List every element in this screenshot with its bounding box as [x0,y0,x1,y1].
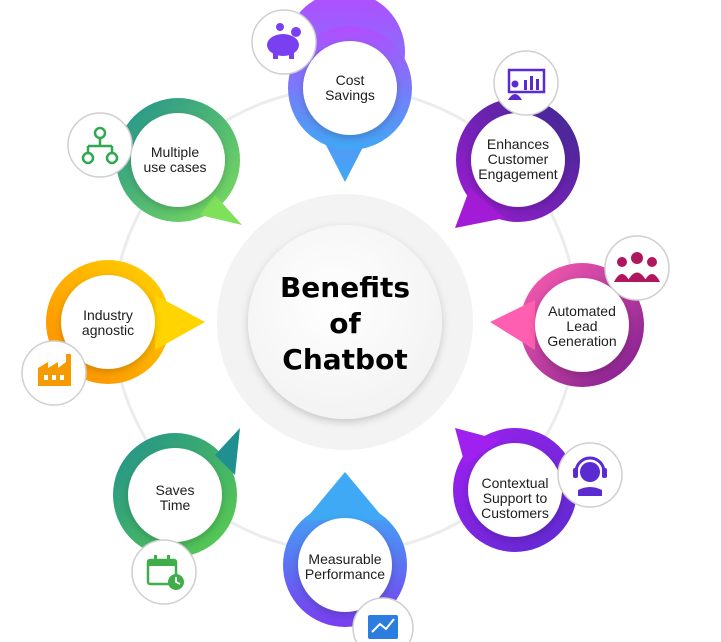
petal-lead-generation [490,263,644,387]
label-cost-savings: Cost Savings [300,73,400,103]
flowchart-icon [67,112,133,178]
presentation-icon [493,50,559,116]
team-icon [604,235,670,301]
label-line: Measurable [308,551,382,567]
label-line: Industry [83,307,133,323]
petal-multiple-use-cases [116,98,242,225]
factory-icon [21,340,87,406]
center-title: Benefits of Chatbot [250,270,440,378]
chart-icon [352,597,414,642]
label-line: Support to [482,490,548,506]
label-line: Automated [548,303,616,319]
label-line: Saves [155,482,195,498]
center-title-line2: of [329,307,361,340]
label-measurable-performance: Measurable Performance [290,552,400,582]
label-line: Lead [566,318,598,334]
label-line: agnostic [81,322,135,338]
label-line: Enhances [486,136,550,152]
headset-icon [557,442,623,508]
label-line: use cases [143,159,207,175]
label-line: Customers [481,505,549,521]
piggy-bank-icon [251,9,317,75]
center-title-line1: Benefits [279,271,411,304]
label-line: Contextual [481,475,549,491]
label-line: Time [159,497,191,513]
petal-customer-engagement [455,98,580,228]
label-industry-agnostic: Industry agnostic [58,308,158,338]
label-line: Customer [487,151,549,167]
label-line: Savings [325,87,375,103]
label-saves-time: Saves Time [125,483,225,513]
petal-saves-time [113,428,240,557]
label-line: Cost [335,72,365,88]
center-circle [248,225,442,419]
calendar-clock-icon [131,539,197,605]
label-line: Performance [304,566,386,582]
petal-contextual-support [453,428,577,552]
label-line: Multiple [150,144,200,160]
label-line: Engagement [478,166,558,182]
label-lead-generation: Automated Lead Generation [527,304,637,349]
label-line: Generation [547,333,617,349]
label-customer-engagement: Enhances Customer Engagement [463,137,573,182]
label-contextual-support: Contextual Support to Customers [460,476,570,521]
center-title-line3: Chatbot [282,343,408,376]
label-multiple-use-cases: Multiple use cases [125,145,225,175]
petal-measurable-performance [283,472,407,627]
